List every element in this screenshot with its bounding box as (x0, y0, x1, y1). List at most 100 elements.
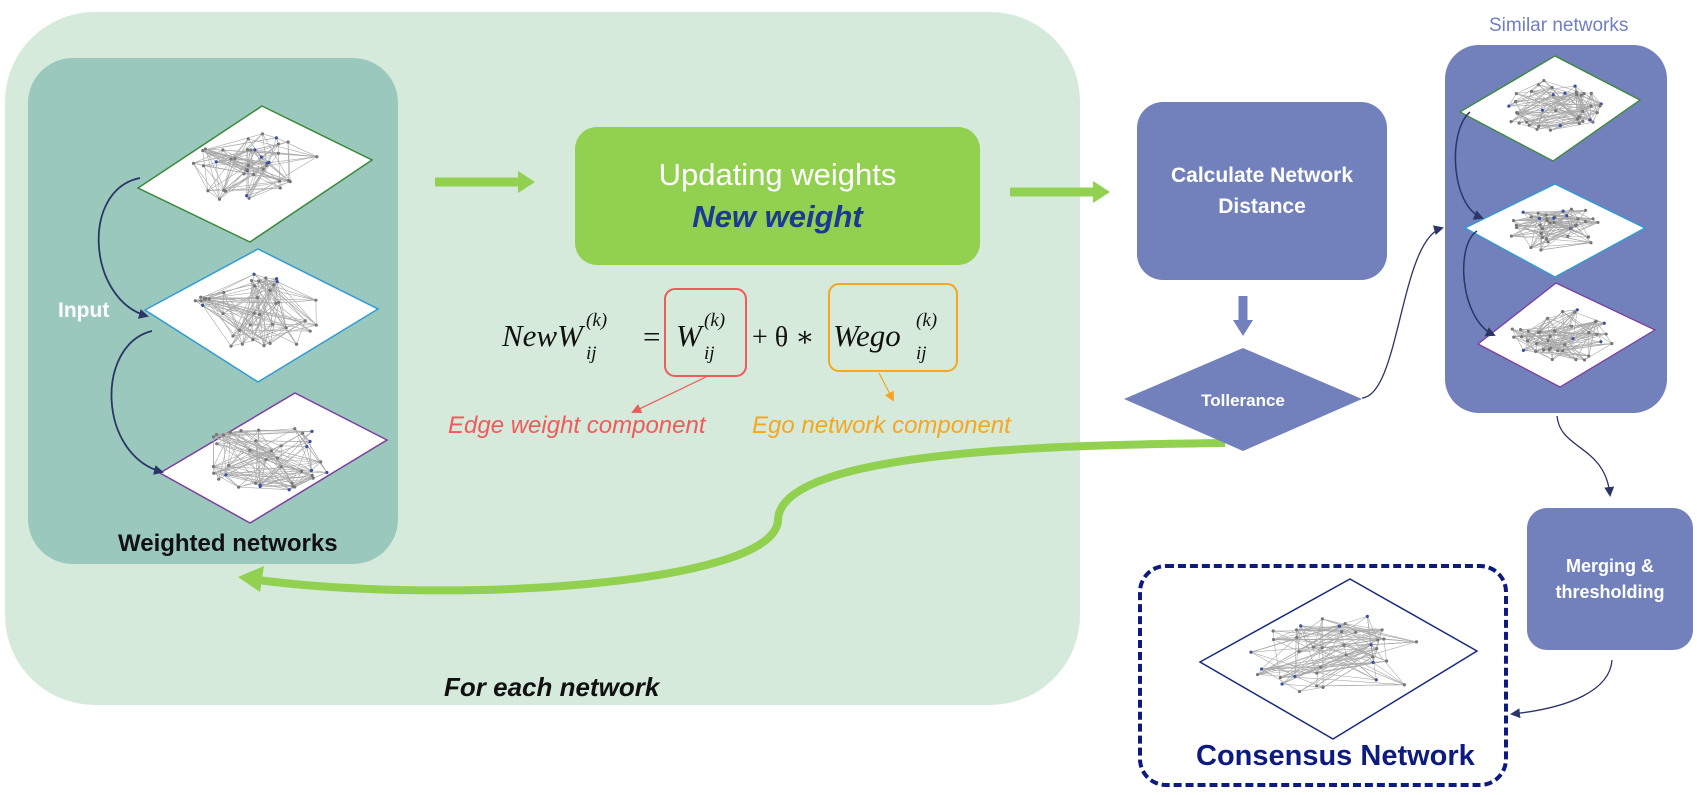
network-node (1376, 638, 1380, 642)
network-edge (239, 280, 260, 331)
network-node (1581, 109, 1585, 113)
network-edge (1539, 331, 1607, 335)
network-edge (1511, 328, 1524, 351)
network-edge (1296, 618, 1323, 638)
network-edge (1300, 625, 1342, 632)
merge-line-1: Merging & (1566, 556, 1654, 576)
network-edge (1531, 216, 1594, 220)
network-edge (200, 300, 276, 304)
network-node (1546, 240, 1550, 244)
network-node (231, 334, 235, 338)
consensus-network-frame (1138, 564, 1508, 787)
network-edge (1542, 91, 1577, 111)
network-node (1249, 650, 1253, 654)
tolerance-label: Tollerance (1201, 391, 1285, 410)
network-edge (1570, 222, 1599, 229)
network-node (1514, 92, 1518, 96)
network-edge (1538, 116, 1580, 127)
network-node (1343, 622, 1347, 626)
network-node (1515, 111, 1520, 116)
network-icon-green (136, 105, 374, 243)
network-edge (238, 445, 282, 488)
network-edge (1562, 311, 1589, 333)
network-node (1582, 92, 1586, 96)
network-edge (1299, 648, 1377, 692)
network-edge (302, 433, 308, 447)
network-edge (1296, 629, 1342, 632)
network-node (276, 142, 280, 146)
merge-to-consensus-arrow (1510, 659, 1613, 719)
network-edge (205, 148, 267, 166)
network-node (1550, 357, 1554, 362)
network-edge (1574, 85, 1594, 123)
network-edge (243, 149, 248, 174)
network-node (257, 279, 261, 283)
network-edge (223, 158, 236, 191)
edge-annotation-arrow (631, 376, 707, 414)
network-edge (1515, 101, 1527, 123)
edge-weight-component-label: Edge weight component (448, 412, 706, 439)
network-edge (1553, 215, 1567, 223)
network-edge (205, 274, 255, 300)
network-edge (276, 137, 318, 157)
svg-text:=: = (643, 319, 660, 354)
network-edge (205, 148, 220, 200)
network-edge (1370, 644, 1405, 685)
network-edge (1591, 93, 1602, 105)
network-node (294, 342, 299, 346)
network-edge (249, 449, 321, 463)
network-edge (1526, 122, 1538, 130)
network-node (310, 473, 314, 478)
network-node (308, 439, 312, 444)
network-node (1371, 660, 1375, 665)
network-node (267, 160, 271, 165)
network-node (1558, 123, 1562, 128)
network-edge (248, 165, 280, 182)
calc-line-1: Calculate Network (1170, 164, 1354, 187)
network-edge (1523, 211, 1548, 220)
network-node (1542, 79, 1546, 83)
network-node (1509, 119, 1513, 124)
network-edge (1316, 618, 1323, 686)
network-edge (1320, 660, 1387, 668)
network-node (1589, 241, 1593, 245)
network-node (262, 344, 266, 348)
network-node (314, 323, 318, 327)
network-node (319, 460, 323, 464)
network-node (207, 297, 211, 301)
updating-weights-title: Updating weights (658, 157, 897, 192)
network-edge (1549, 321, 1596, 337)
network-edge (1339, 625, 1374, 663)
network-edge (1539, 210, 1564, 226)
network-node (1604, 332, 1608, 336)
network-edge (1542, 221, 1586, 238)
green-arrow-to-update (435, 171, 535, 193)
network-node (1565, 214, 1569, 218)
network-edge (248, 157, 262, 199)
network-node (268, 341, 272, 346)
network-node (229, 157, 233, 161)
network-edge (208, 298, 240, 331)
network-edge (1536, 336, 1551, 344)
network-node (264, 457, 268, 462)
network-node (1610, 341, 1614, 346)
network-edge (258, 280, 297, 345)
network-edge (1536, 125, 1561, 130)
network-node (311, 476, 315, 480)
network-node (1527, 123, 1531, 127)
network-edge (1515, 94, 1582, 102)
network-edge (223, 429, 259, 436)
network-edge (1538, 212, 1589, 238)
network-edge (246, 174, 254, 196)
network-edge (223, 138, 249, 191)
network-edge (272, 323, 317, 326)
network-node (275, 456, 280, 460)
consensus-network-label: Consensus Network (1196, 740, 1475, 772)
network-node (226, 463, 231, 468)
network-edge (230, 324, 317, 347)
network-node (1299, 624, 1303, 628)
network-edge (1516, 94, 1554, 113)
network-node (1371, 655, 1375, 659)
network-edge (222, 149, 264, 170)
network-edge (1551, 330, 1556, 360)
